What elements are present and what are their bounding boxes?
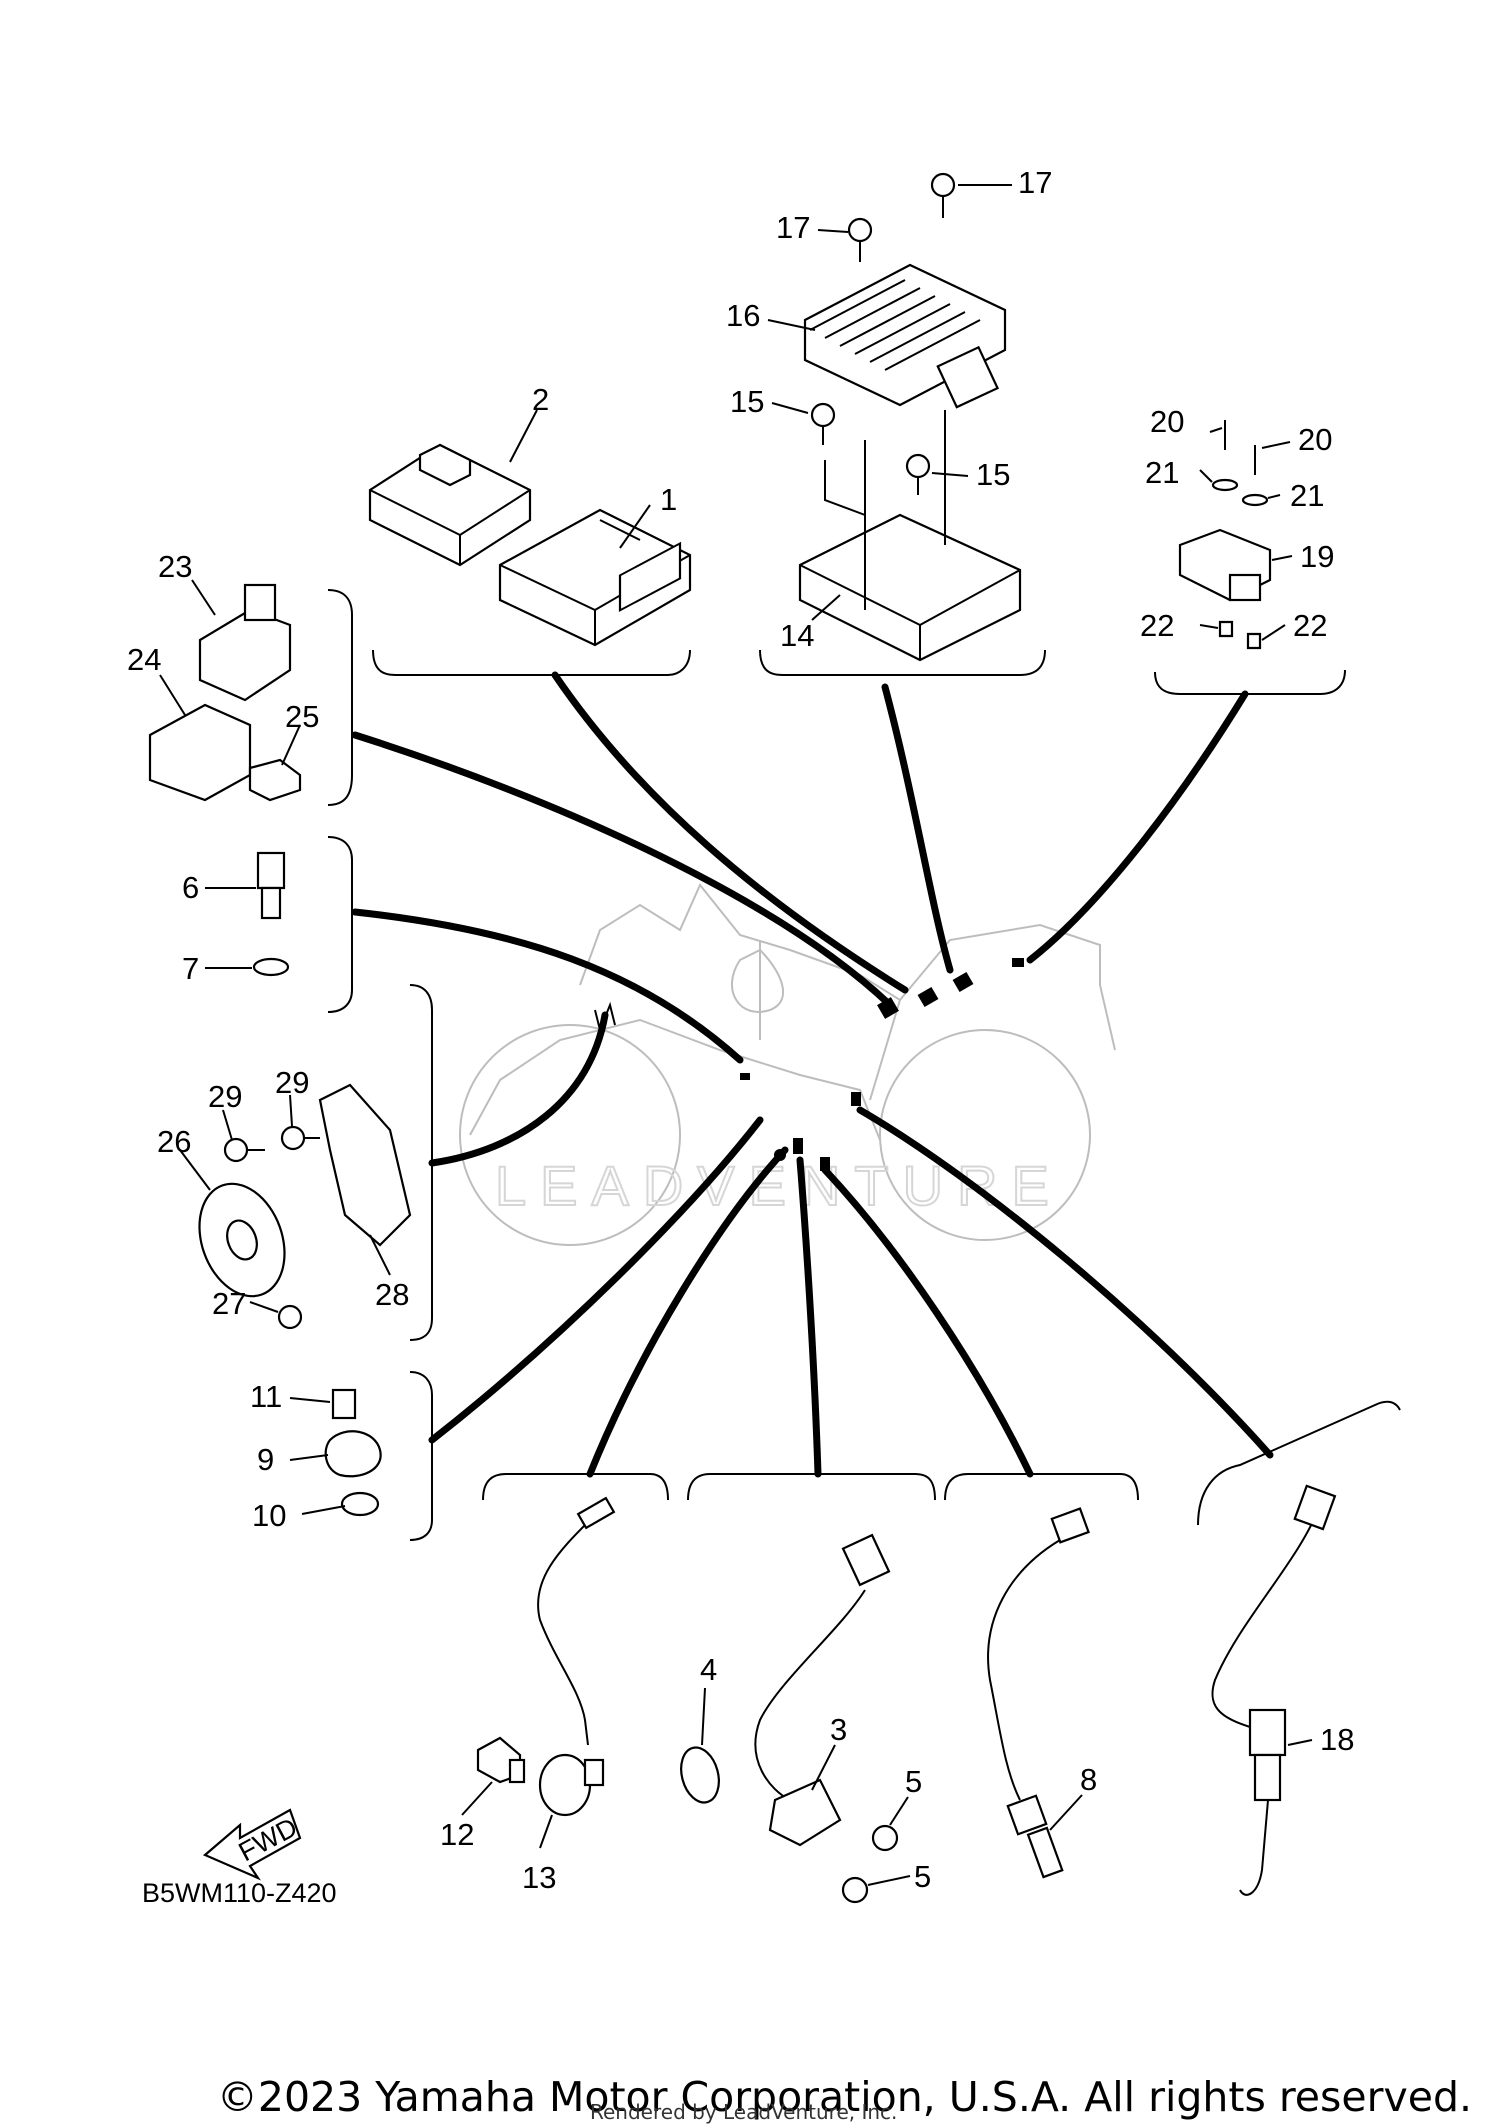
callout-23: 23 [158,549,192,584]
callout-5b: 5 [914,1859,931,1894]
callout-19: 19 [1300,539,1334,574]
callout-15a: 15 [730,384,764,419]
copyright-notice: ©2023 Yamaha Motor Corporation, U.S.A. A… [216,2073,1472,2121]
callout-10: 10 [252,1498,286,1533]
callout-5a: 5 [905,1764,922,1799]
callout-21b: 21 [1290,478,1324,513]
callout-1: 1 [660,482,677,517]
bolt-15b [905,453,931,495]
callout-20b: 20 [1298,422,1332,457]
callout-24: 24 [127,642,161,677]
callout-29b: 29 [275,1065,309,1100]
crank-sensor [680,1533,899,1904]
bolt-15a [810,402,836,445]
regulator-unit [803,263,1007,409]
horn [198,1083,412,1330]
callout-25: 25 [285,699,319,734]
callout-9: 9 [257,1442,274,1477]
callout-17a: 17 [776,210,810,245]
fuel-sender [1211,1484,1337,1896]
bolt-17a [847,217,873,262]
oxygen-sensor [987,1507,1090,1879]
callout-3: 3 [830,1712,847,1747]
callout-26: 26 [157,1124,191,1159]
atv-silhouette: LEADVENTURE [459,883,1116,1246]
callout-18: 18 [1320,1722,1354,1757]
callout-leaders [159,184,1313,1886]
flasher-relay [148,583,302,802]
fwd-label: FWD [234,1812,302,1867]
callout-4: 4 [700,1652,717,1687]
callout-2: 2 [532,382,549,417]
callout-14: 14 [780,618,814,653]
callout-20a: 20 [1150,404,1184,439]
callout-labels: 2 1 17 17 16 15 15 14 20 20 21 21 19 22 … [127,165,1354,1895]
callout-16: 16 [726,298,760,333]
callout-7: 7 [182,951,199,986]
vehicle-markers [594,958,1024,1171]
bolts [810,172,956,495]
callout-27: 27 [212,1286,246,1321]
bolt-17b [930,172,956,218]
callout-6: 6 [182,870,199,905]
callout-22a: 22 [1140,608,1174,643]
diagram-code: B5WM110-Z420 [142,1878,337,1908]
pickup-coil [324,1388,382,1517]
leader-lines [351,671,1274,1478]
speed-sensor [476,1496,616,1817]
rendered-by-note: Rendered by LeadVenture, Inc. [590,2100,898,2124]
callout-17b: 17 [1018,165,1052,200]
callout-13: 13 [522,1860,556,1895]
ecu-unit [498,508,692,647]
relay-unit [368,443,532,567]
callout-22b: 22 [1293,608,1327,643]
temp-sensor [252,851,290,977]
callout-11: 11 [250,1379,282,1414]
callout-29a: 29 [208,1079,242,1114]
callout-8: 8 [1080,1762,1097,1797]
callout-28: 28 [375,1277,409,1312]
fwd-arrow-icon: FWD [202,1808,302,1881]
regulator-bracket [798,410,1022,662]
callout-12: 12 [440,1817,474,1852]
callout-21a: 21 [1145,455,1179,490]
callout-15b: 15 [976,457,1010,492]
lean-sensor [1178,420,1272,650]
